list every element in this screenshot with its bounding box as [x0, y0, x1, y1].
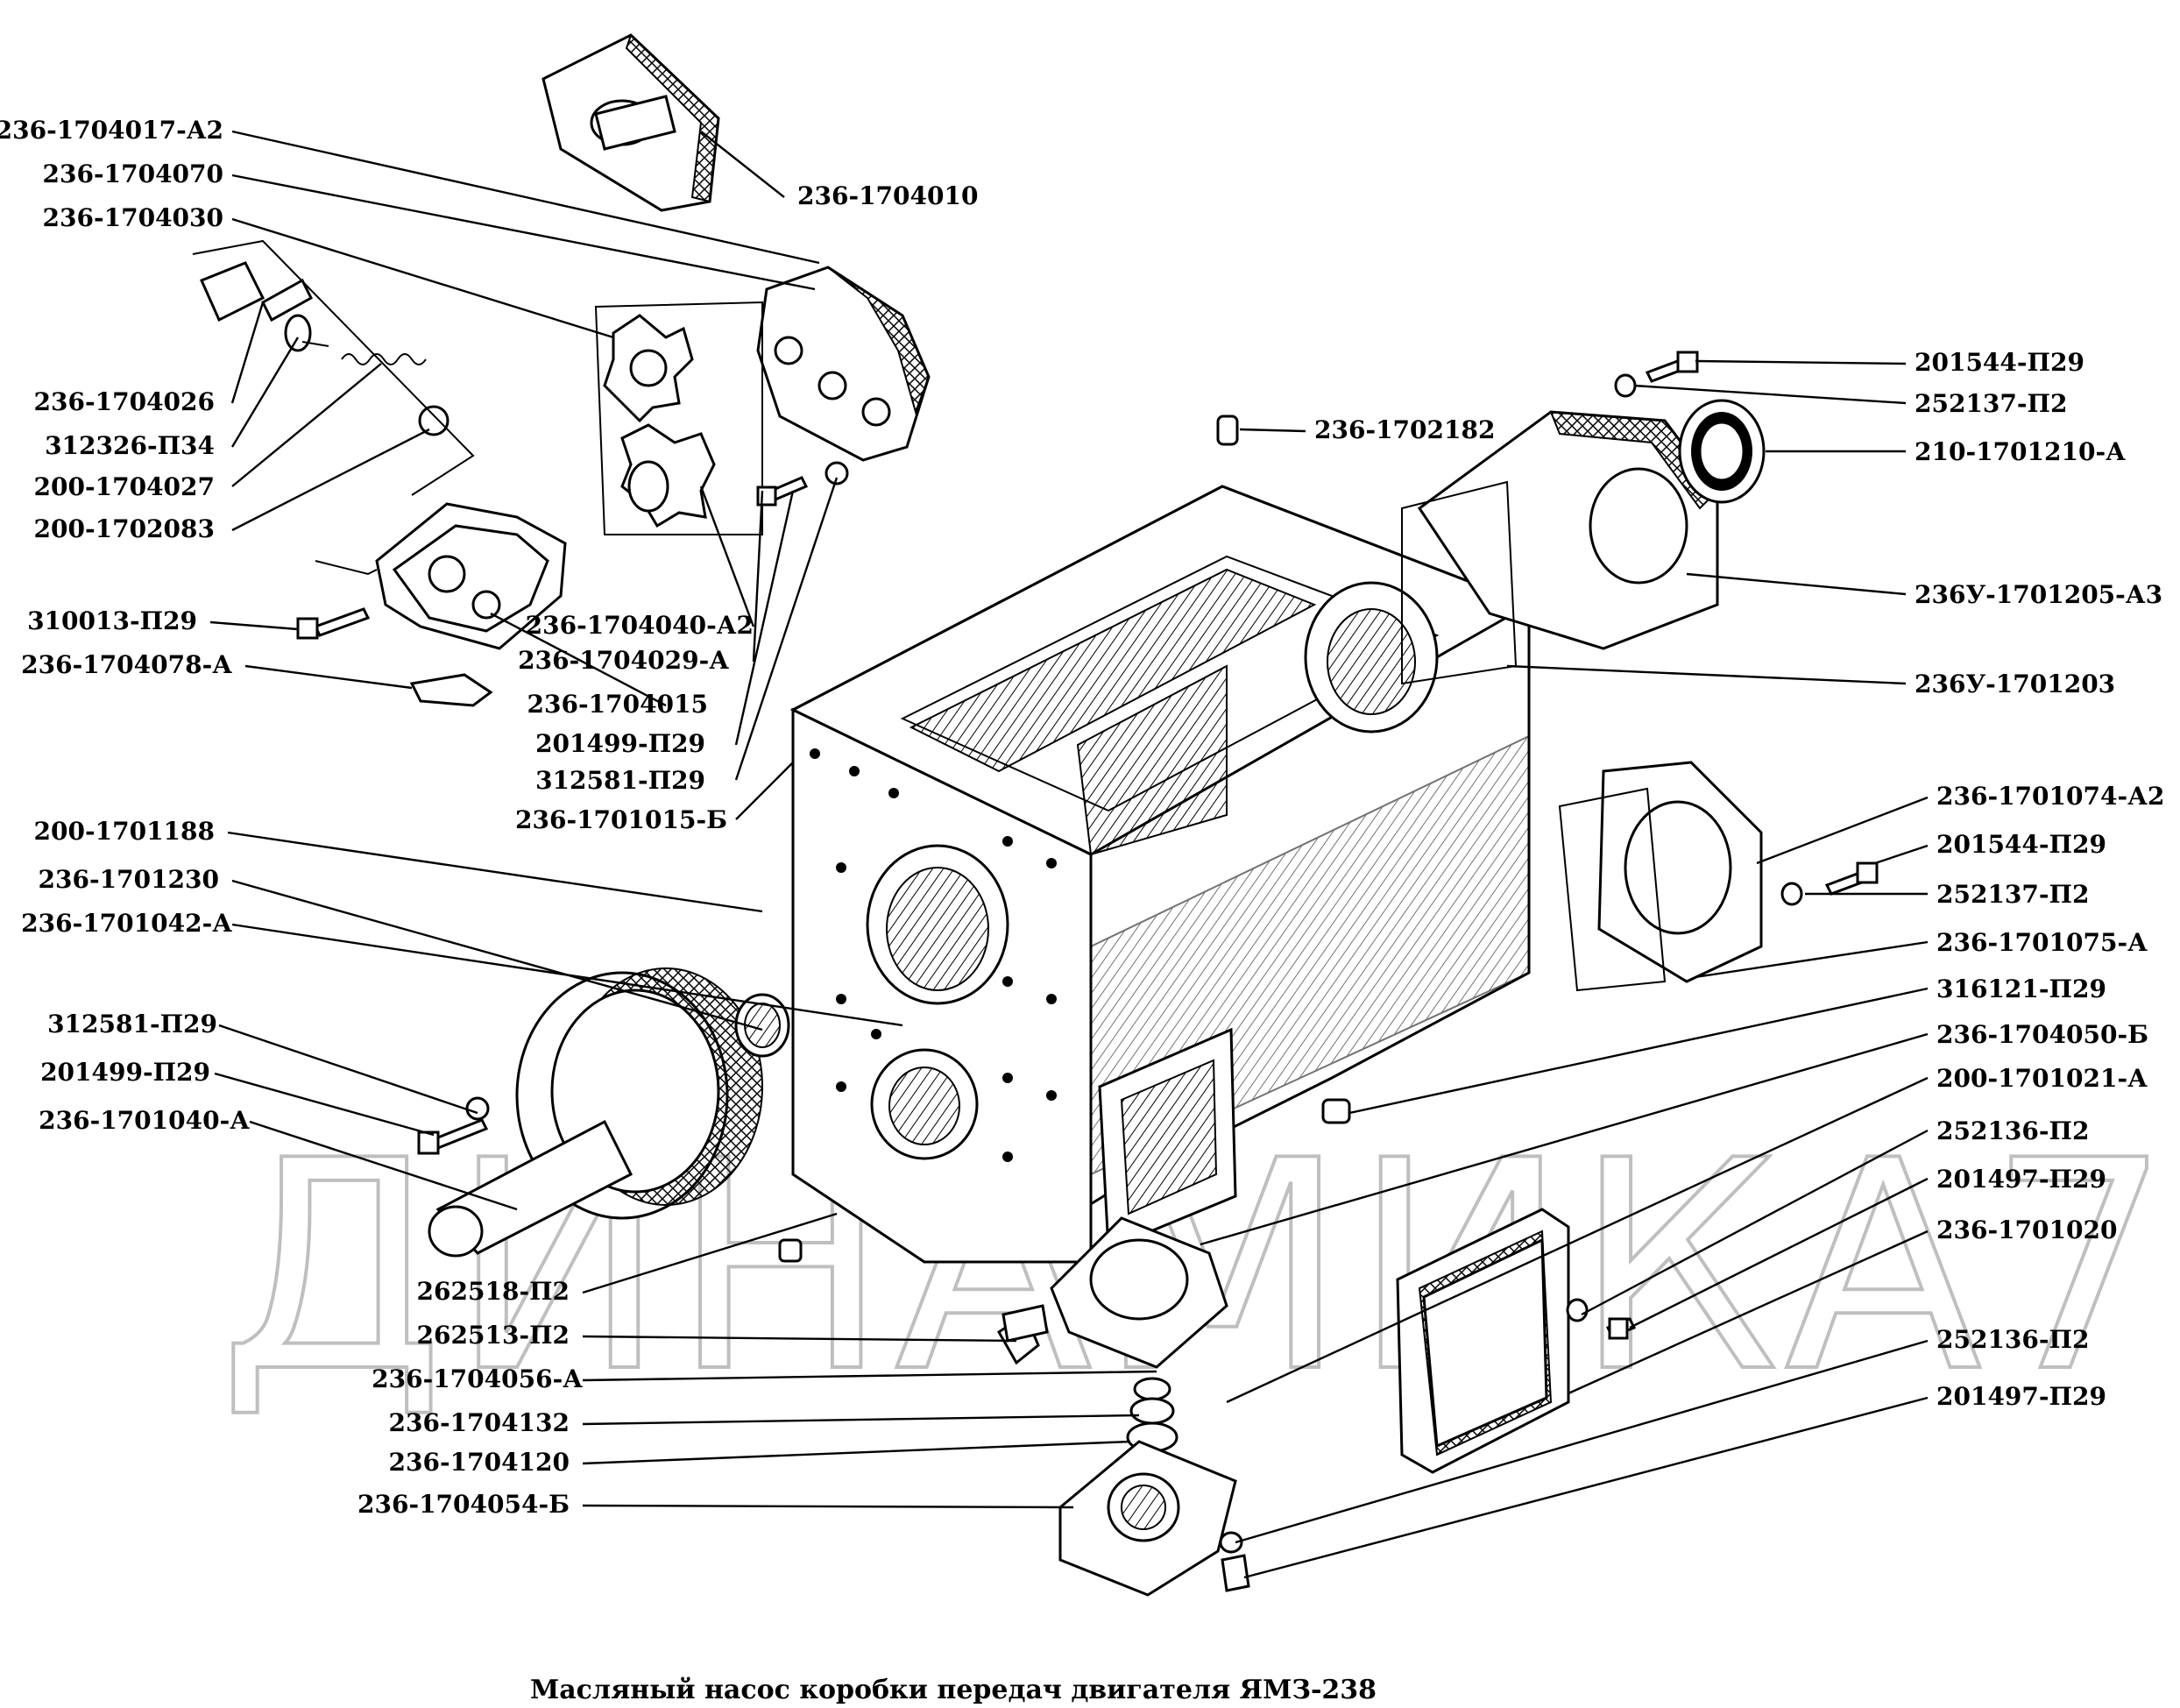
part-label: 236-1701074-А2 — [1936, 782, 2164, 811]
rear-bearing-cover — [1401, 399, 1766, 685]
part-label: 200-1702083 — [34, 514, 215, 543]
oil-intake-assembly — [997, 1216, 1237, 1597]
diagram-title: Масляный насос коробки передач двигателя… — [530, 1675, 1377, 1705]
part-label: 201499-П29 — [40, 1058, 210, 1087]
part-label: 236У-1701205-А3 — [1915, 580, 2162, 609]
part-label: 236-1704056-А — [372, 1364, 583, 1393]
part-label: 252137-П2 — [1936, 880, 2089, 909]
part-label: 236-1701015-Б — [515, 805, 727, 834]
part-label: 316121-П29 — [1936, 974, 2106, 1003]
part-label: 252136-П2 — [1936, 1325, 2089, 1354]
part-label: 236-1701075-А — [1936, 928, 2148, 957]
part-label: 236-1704132 — [389, 1408, 570, 1437]
input-cover — [428, 967, 790, 1258]
part-label: 236-1704120 — [389, 1448, 570, 1477]
part-label: 312326-П34 — [45, 431, 215, 460]
part-label: 236-1704040-А2 — [526, 611, 754, 640]
part-label: 262513-П2 — [417, 1321, 570, 1350]
part-label: 201499-П29 — [535, 729, 705, 758]
part-label: 201544-П29 — [1915, 348, 2084, 377]
part-label: 236-1701042-А — [21, 909, 232, 938]
part-label: 200-1701021-А — [1936, 1064, 2148, 1093]
part-label: 312581-П29 — [535, 766, 705, 795]
gearbox-housing — [789, 485, 1532, 1264]
part-label: 252136-П2 — [1936, 1116, 2089, 1145]
part-label: 236-1702182 — [1314, 415, 1495, 444]
leader-lines — [209, 130, 1929, 1579]
part-label: 236-1701020 — [1936, 1215, 2117, 1244]
part-label: 236-1701040-А — [39, 1106, 250, 1135]
part-label: 236-1704017-А2 — [0, 116, 223, 145]
pto-cover — [1396, 1208, 1570, 1474]
part-label: 236-1704050-Б — [1936, 1020, 2148, 1049]
part-label: 201544-П29 — [1936, 830, 2106, 859]
part-number-labels: 236-1704017-А2 236-1704070 236-1704030 2… — [0, 116, 2164, 1519]
part-label: 252137-П2 — [1915, 389, 2067, 418]
part-label: 200-1701188 — [34, 817, 215, 846]
part-label: 201497-П29 — [1936, 1165, 2106, 1194]
part-label: 312581-П29 — [47, 1010, 217, 1038]
part-label: 310013-П29 — [27, 606, 197, 635]
part-label: 236У-1701203 — [1915, 670, 2115, 698]
part-label: 236-1704070 — [43, 159, 223, 188]
part-label: 262518-П2 — [417, 1277, 570, 1306]
part-label: 201497-П29 — [1936, 1382, 2106, 1411]
oil-pump-assembly — [192, 33, 931, 650]
part-label: 236-1704078-А — [21, 650, 232, 679]
part-label: 236-1701230 — [39, 865, 219, 894]
part-label: 236-1704030 — [43, 203, 223, 232]
part-label: 236-1704026 — [34, 387, 215, 416]
part-label: 236-1704029-А — [518, 646, 729, 675]
fasteners — [296, 351, 1879, 1592]
part-label: 236-1704010 — [797, 181, 978, 210]
side-cover-right — [1558, 761, 1763, 992]
part-label: 210-1701210-А — [1915, 437, 2126, 466]
part-label: 236-1704015 — [527, 690, 708, 719]
part-label: 236-1704054-Б — [357, 1490, 570, 1519]
part-label: 200-1704027 — [34, 472, 215, 501]
